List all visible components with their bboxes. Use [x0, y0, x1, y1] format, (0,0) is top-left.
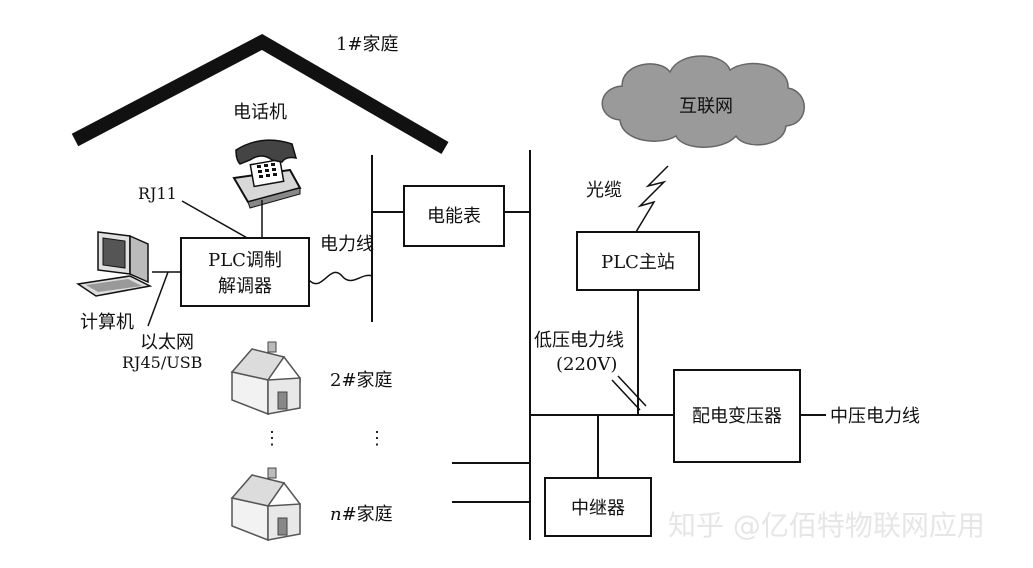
rj45usb-label: RJ45/USB: [122, 353, 202, 372]
dots-left: ⋮: [263, 428, 281, 449]
transformer-box: [673, 369, 801, 463]
telephone-label: 电话机: [233, 102, 287, 123]
homen-label: n#家庭: [330, 504, 393, 525]
telephone-icon: [232, 139, 302, 209]
fiber-label: 光缆: [586, 180, 622, 201]
meter-box: [403, 185, 505, 247]
dots-right: ⋮: [368, 428, 386, 449]
ethernet-leader: [147, 271, 169, 327]
cloud-icon: [601, 55, 805, 148]
lv-line-label-1: 低压电力线: [534, 330, 624, 351]
modem-powerline-wave: [308, 271, 373, 285]
plc-master-box: [576, 231, 700, 291]
watermark-text: 知乎 @亿佰特物联网应用: [668, 509, 985, 542]
repeater-box: [544, 477, 652, 537]
home1-label: 1#家庭: [336, 34, 399, 55]
slash-mark-2: [617, 375, 647, 407]
lv-line-label-2: (220V): [556, 354, 617, 375]
house-icon: [230, 341, 301, 416]
home1-roof: [71, 34, 449, 155]
plc-modem-label-line2: 解调器: [218, 276, 272, 297]
transformer-label: 配电变压器: [692, 406, 782, 427]
meter-label: 电能表: [427, 206, 481, 227]
ethernet-label: 以太网: [140, 332, 194, 353]
mv-line-label: 中压电力线: [830, 406, 920, 427]
internet-label: 互联网: [679, 96, 733, 117]
rj11-label: RJ11: [138, 184, 177, 203]
slash-mark-1: [611, 379, 641, 411]
power-line-label: 电力线: [320, 234, 374, 255]
computer-icon: [75, 231, 153, 297]
house-icon: [230, 467, 301, 542]
plc-modem-box: [180, 237, 310, 307]
lightning-icon: [635, 165, 669, 233]
repeater-label: 中继器: [571, 498, 625, 519]
home2-label: 2#家庭: [330, 370, 393, 391]
computer-label: 计算机: [80, 312, 134, 333]
plc-modem-label-line1: PLC调制: [208, 250, 282, 271]
plc-master-label: PLC主站: [601, 252, 675, 273]
